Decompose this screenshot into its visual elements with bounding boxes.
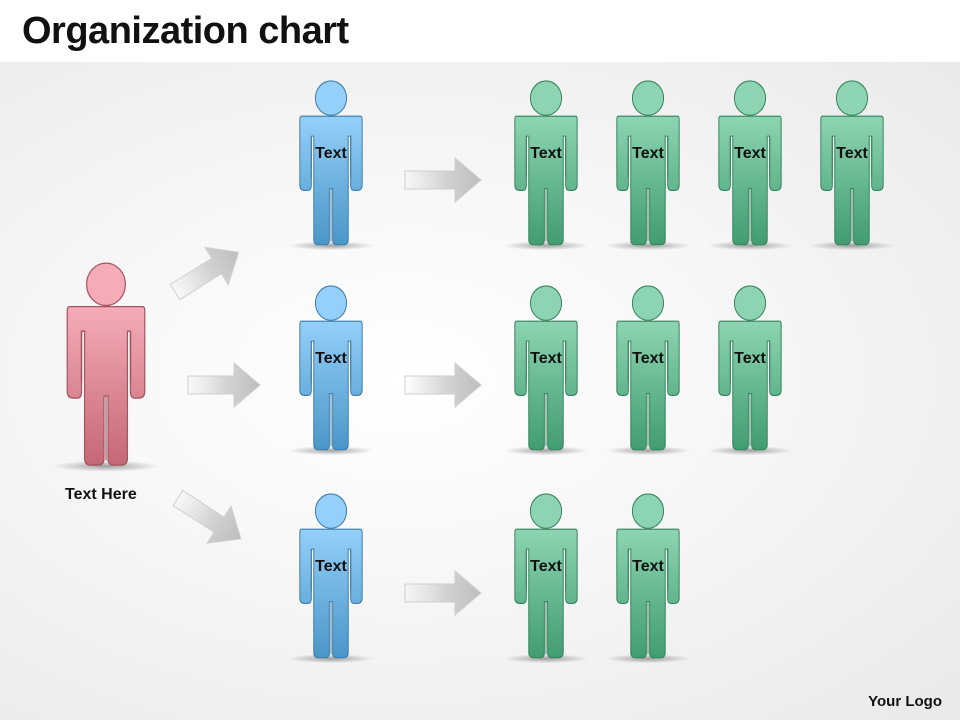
logo-text: Your Logo (868, 693, 942, 710)
slide-background (0, 62, 960, 720)
person-icon (605, 80, 691, 251)
person-icon (503, 493, 589, 664)
report-person-3-2: Text (605, 493, 691, 665)
person-icon (288, 493, 374, 664)
person-icon (605, 493, 691, 664)
report-person-2-2: Text (605, 285, 691, 457)
report-person-2-3: Text (707, 285, 793, 457)
page-title: Organization chart (22, 10, 349, 52)
person-icon (288, 80, 374, 251)
person-icon (707, 285, 793, 456)
root-person (52, 262, 160, 474)
report-person-1-3: Text (707, 80, 793, 252)
manager-person-1: Text (288, 80, 374, 252)
root-caption: Text Here (65, 486, 137, 503)
arrow-root-to-manager-2 (187, 355, 270, 420)
report-person-1-2: Text (605, 80, 691, 252)
arrow-root-to-manager-1 (169, 246, 260, 327)
person-icon (503, 285, 589, 456)
arrow-manager-2-to-reports (404, 355, 491, 420)
person-icon (503, 80, 589, 251)
person-icon (52, 262, 160, 472)
report-person-2-1: Text (503, 285, 589, 457)
report-person-3-1: Text (503, 493, 589, 665)
manager-person-2: Text (288, 285, 374, 457)
arrow-root-to-manager-3 (172, 468, 263, 544)
person-icon (809, 80, 895, 251)
person-icon (605, 285, 691, 456)
person-icon (707, 80, 793, 251)
report-person-1-1: Text (503, 80, 589, 252)
person-icon (288, 285, 374, 456)
manager-person-3: Text (288, 493, 374, 665)
report-person-1-4: Text (809, 80, 895, 252)
arrow-manager-1-to-reports (404, 150, 491, 215)
arrow-manager-3-to-reports (404, 563, 491, 628)
